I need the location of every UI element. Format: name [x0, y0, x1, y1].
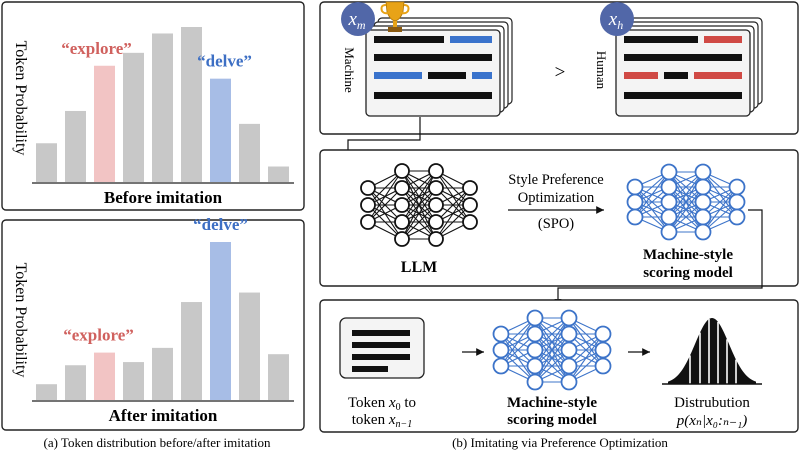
llm-network-icon	[360, 163, 478, 247]
machine-label: Machine	[342, 47, 357, 93]
bar-6	[181, 27, 202, 182]
distribution-label: Distrubution	[674, 395, 750, 411]
spo-label-line1: Style Preference	[508, 172, 603, 188]
bar-7	[210, 242, 231, 400]
human-style-token	[624, 72, 658, 79]
bar-9	[268, 166, 289, 182]
bar-4	[123, 52, 144, 183]
bar-3	[94, 352, 115, 400]
model-transfer-arrow	[554, 209, 763, 306]
human-style-token	[694, 72, 742, 79]
machine-style-token	[472, 72, 492, 79]
svg-text:xh: xh	[608, 9, 623, 32]
top-delve-label: “delve”	[197, 52, 252, 71]
scoring-model-network-icon-2	[492, 309, 612, 391]
bar-5	[152, 347, 173, 400]
bottom-chart-xlabel: After imitation	[109, 406, 218, 425]
bottom-delve-label: “delve”	[193, 215, 248, 234]
top-explore-label: “explore”	[61, 39, 132, 58]
svg-text:xm: xm	[347, 9, 365, 32]
machine-style-token	[450, 36, 492, 43]
panel-b-caption: (b) Imitating via Preference Optimizatio…	[452, 435, 668, 450]
trophy-icon	[380, 1, 410, 32]
human-badge: xh	[600, 2, 634, 36]
human-label: Human	[594, 51, 609, 90]
spo-label-line2: Optimization	[518, 190, 595, 206]
top-chart-bars	[36, 27, 289, 183]
scoring-model-network-icon	[626, 163, 746, 241]
bottom-explore-label: “explore”	[63, 326, 134, 345]
bar-8	[239, 123, 260, 182]
bar-2	[65, 110, 86, 182]
bar-6	[181, 302, 202, 400]
bottom-chart-ylabel: Token Probability	[12, 263, 29, 378]
pipeline-model-label-line2: scoring model	[507, 412, 597, 428]
panel-b: xm Machine > x	[319, 1, 799, 450]
token-range-line1: Token x0 to	[348, 395, 416, 413]
token-range-line2: token xn−1	[352, 412, 413, 430]
human-style-token	[704, 36, 742, 43]
bar-5	[152, 33, 173, 183]
bar-1	[36, 143, 57, 182]
llm-label: LLM	[401, 259, 437, 276]
bar-7	[210, 78, 231, 182]
machine-document-stack	[365, 17, 513, 117]
bar-4	[123, 362, 144, 400]
top-chart-ylabel: Token Probability	[12, 41, 29, 156]
distribution-curve-icon	[662, 318, 762, 385]
panel-a-caption: (a) Token distribution before/after imit…	[43, 435, 271, 450]
spo-label-line3: (SPO)	[538, 216, 574, 232]
bar-3	[94, 65, 115, 182]
preference-comparator: >	[555, 62, 566, 83]
bottom-chart-bars	[36, 242, 289, 400]
bar-2	[65, 365, 86, 400]
token-sequence-document-icon	[339, 317, 425, 379]
scoring-model-label-line1: Machine-style	[643, 247, 733, 263]
pipeline-model-label-line1: Machine-style	[507, 395, 597, 411]
machine-style-token	[374, 72, 422, 79]
bar-9	[268, 354, 289, 400]
top-chart-xlabel: Before imitation	[104, 188, 223, 207]
bar-1	[36, 384, 57, 400]
bar-8	[239, 292, 260, 400]
human-document-stack	[615, 17, 763, 117]
panel-a: Token Probability “explore” “delve” Befo…	[1, 1, 305, 450]
scoring-model-label-line2: scoring model	[643, 265, 733, 281]
machine-badge: xm	[341, 2, 375, 36]
distribution-formula: p(xₙ|x₀:ₙ₋₁)	[676, 413, 747, 429]
